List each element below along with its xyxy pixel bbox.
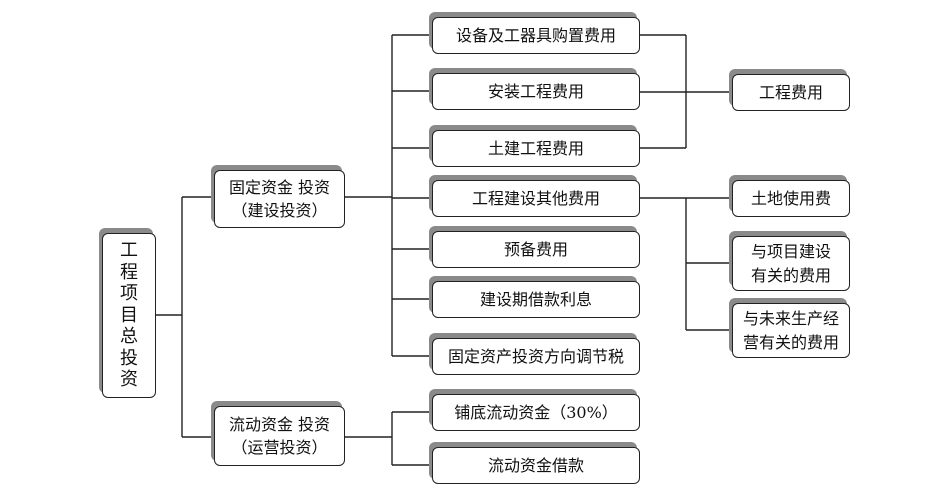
node-installation-cost: 安装工程费用 bbox=[432, 73, 640, 110]
root-char: 工 bbox=[120, 239, 138, 261]
node-label-line2: （建设投资） bbox=[231, 201, 328, 220]
node-label-line1: 与项目建设 bbox=[750, 242, 831, 262]
node-label: 土地使用费 bbox=[750, 188, 831, 208]
node-label: 铺底流动资金（30%） bbox=[454, 402, 618, 422]
root-char: 投 bbox=[120, 347, 138, 369]
node-land-use-fee: 土地使用费 bbox=[732, 180, 850, 217]
root-char: 目 bbox=[120, 304, 138, 326]
node-contingency-cost: 预备费用 bbox=[432, 231, 640, 268]
root-char: 程 bbox=[120, 261, 138, 283]
node-other-construction-cost: 工程建设其他费用 bbox=[432, 180, 640, 217]
node-label: 固定资产投资方向调节税 bbox=[447, 346, 624, 366]
node-label: 建设期借款利息 bbox=[479, 289, 592, 309]
node-label: 土建工程费用 bbox=[487, 138, 584, 158]
node-label-line2: （运营投资） bbox=[231, 438, 328, 457]
node-label: 设备及工器具购置费用 bbox=[455, 25, 616, 45]
node-fixed-capital-investment: 固定资金 投资 （建设投资） bbox=[214, 170, 345, 228]
node-equipment-purchase-cost: 设备及工器具购置费用 bbox=[432, 17, 640, 54]
node-label: 安装工程费用 bbox=[487, 81, 584, 101]
node-label-line2: 营有关的费用 bbox=[742, 332, 839, 352]
node-investment-direction-tax: 固定资产投资方向调节税 bbox=[432, 338, 640, 375]
node-label: 流动资金借款 bbox=[487, 455, 584, 475]
root-node-total-investment: 工 程 项 目 总 投 资 bbox=[102, 233, 156, 398]
node-label: 工程费用 bbox=[758, 82, 823, 102]
node-construction-interest: 建设期借款利息 bbox=[432, 281, 640, 318]
node-working-capital-loan: 流动资金借款 bbox=[432, 447, 640, 484]
node-base-working-capital: 铺底流动资金（30%） bbox=[432, 394, 640, 431]
node-civil-works-cost: 土建工程费用 bbox=[432, 130, 640, 167]
node-label-line1: 固定资金 投资 bbox=[228, 177, 331, 197]
node-label-line1: 流动资金 投资 bbox=[228, 414, 331, 434]
node-project-related-cost: 与项目建设 有关的费用 bbox=[732, 236, 850, 291]
node-future-production-cost: 与未来生产经 营有关的费用 bbox=[732, 303, 850, 358]
node-label: 工程建设其他费用 bbox=[471, 188, 600, 208]
node-label-line2: 有关的费用 bbox=[750, 265, 831, 285]
root-char: 总 bbox=[120, 326, 138, 348]
node-label: 预备费用 bbox=[503, 239, 568, 259]
root-char: 资 bbox=[120, 369, 138, 391]
node-working-capital-investment: 流动资金 投资 （运营投资） bbox=[214, 406, 345, 466]
node-label-line1: 与未来生产经 bbox=[742, 309, 839, 329]
root-char: 项 bbox=[120, 283, 138, 305]
node-engineering-cost: 工程费用 bbox=[732, 74, 850, 111]
